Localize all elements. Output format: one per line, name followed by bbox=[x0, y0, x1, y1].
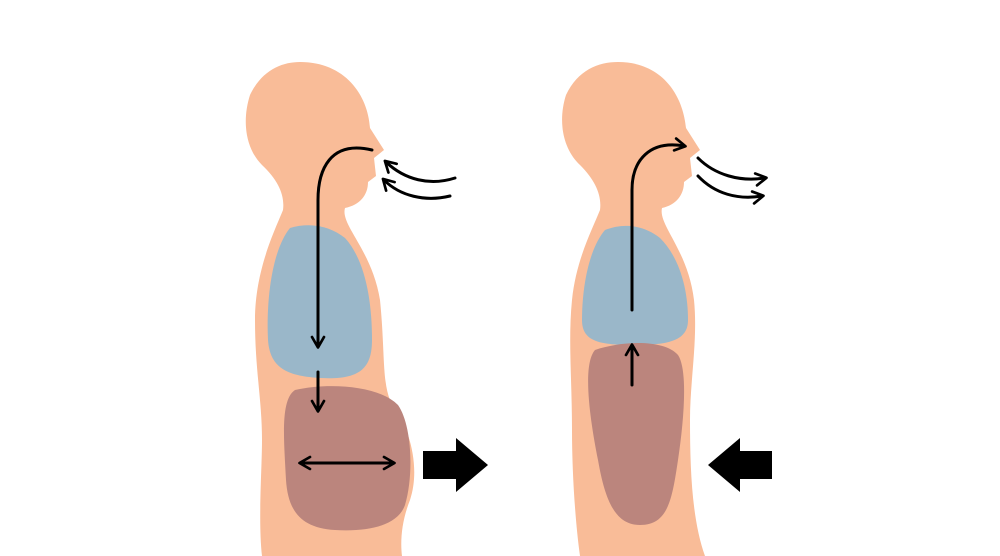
exhale-figure bbox=[562, 62, 772, 556]
inhale-figure bbox=[245, 62, 488, 556]
abdomen bbox=[588, 343, 685, 525]
airflow-up-arrow bbox=[630, 137, 687, 312]
big-arrow-right-icon bbox=[423, 438, 488, 492]
air-in-arrow-1 bbox=[383, 159, 457, 183]
lungs bbox=[582, 225, 688, 345]
big-arrow-left-icon bbox=[708, 438, 772, 492]
air-out-arrow-1 bbox=[696, 156, 768, 187]
airflow-down-arrow bbox=[310, 146, 374, 349]
air-out-arrow-2 bbox=[696, 174, 765, 205]
abdomen bbox=[283, 386, 411, 531]
air-in-arrow-2 bbox=[381, 177, 452, 200]
lungs bbox=[267, 225, 372, 379]
